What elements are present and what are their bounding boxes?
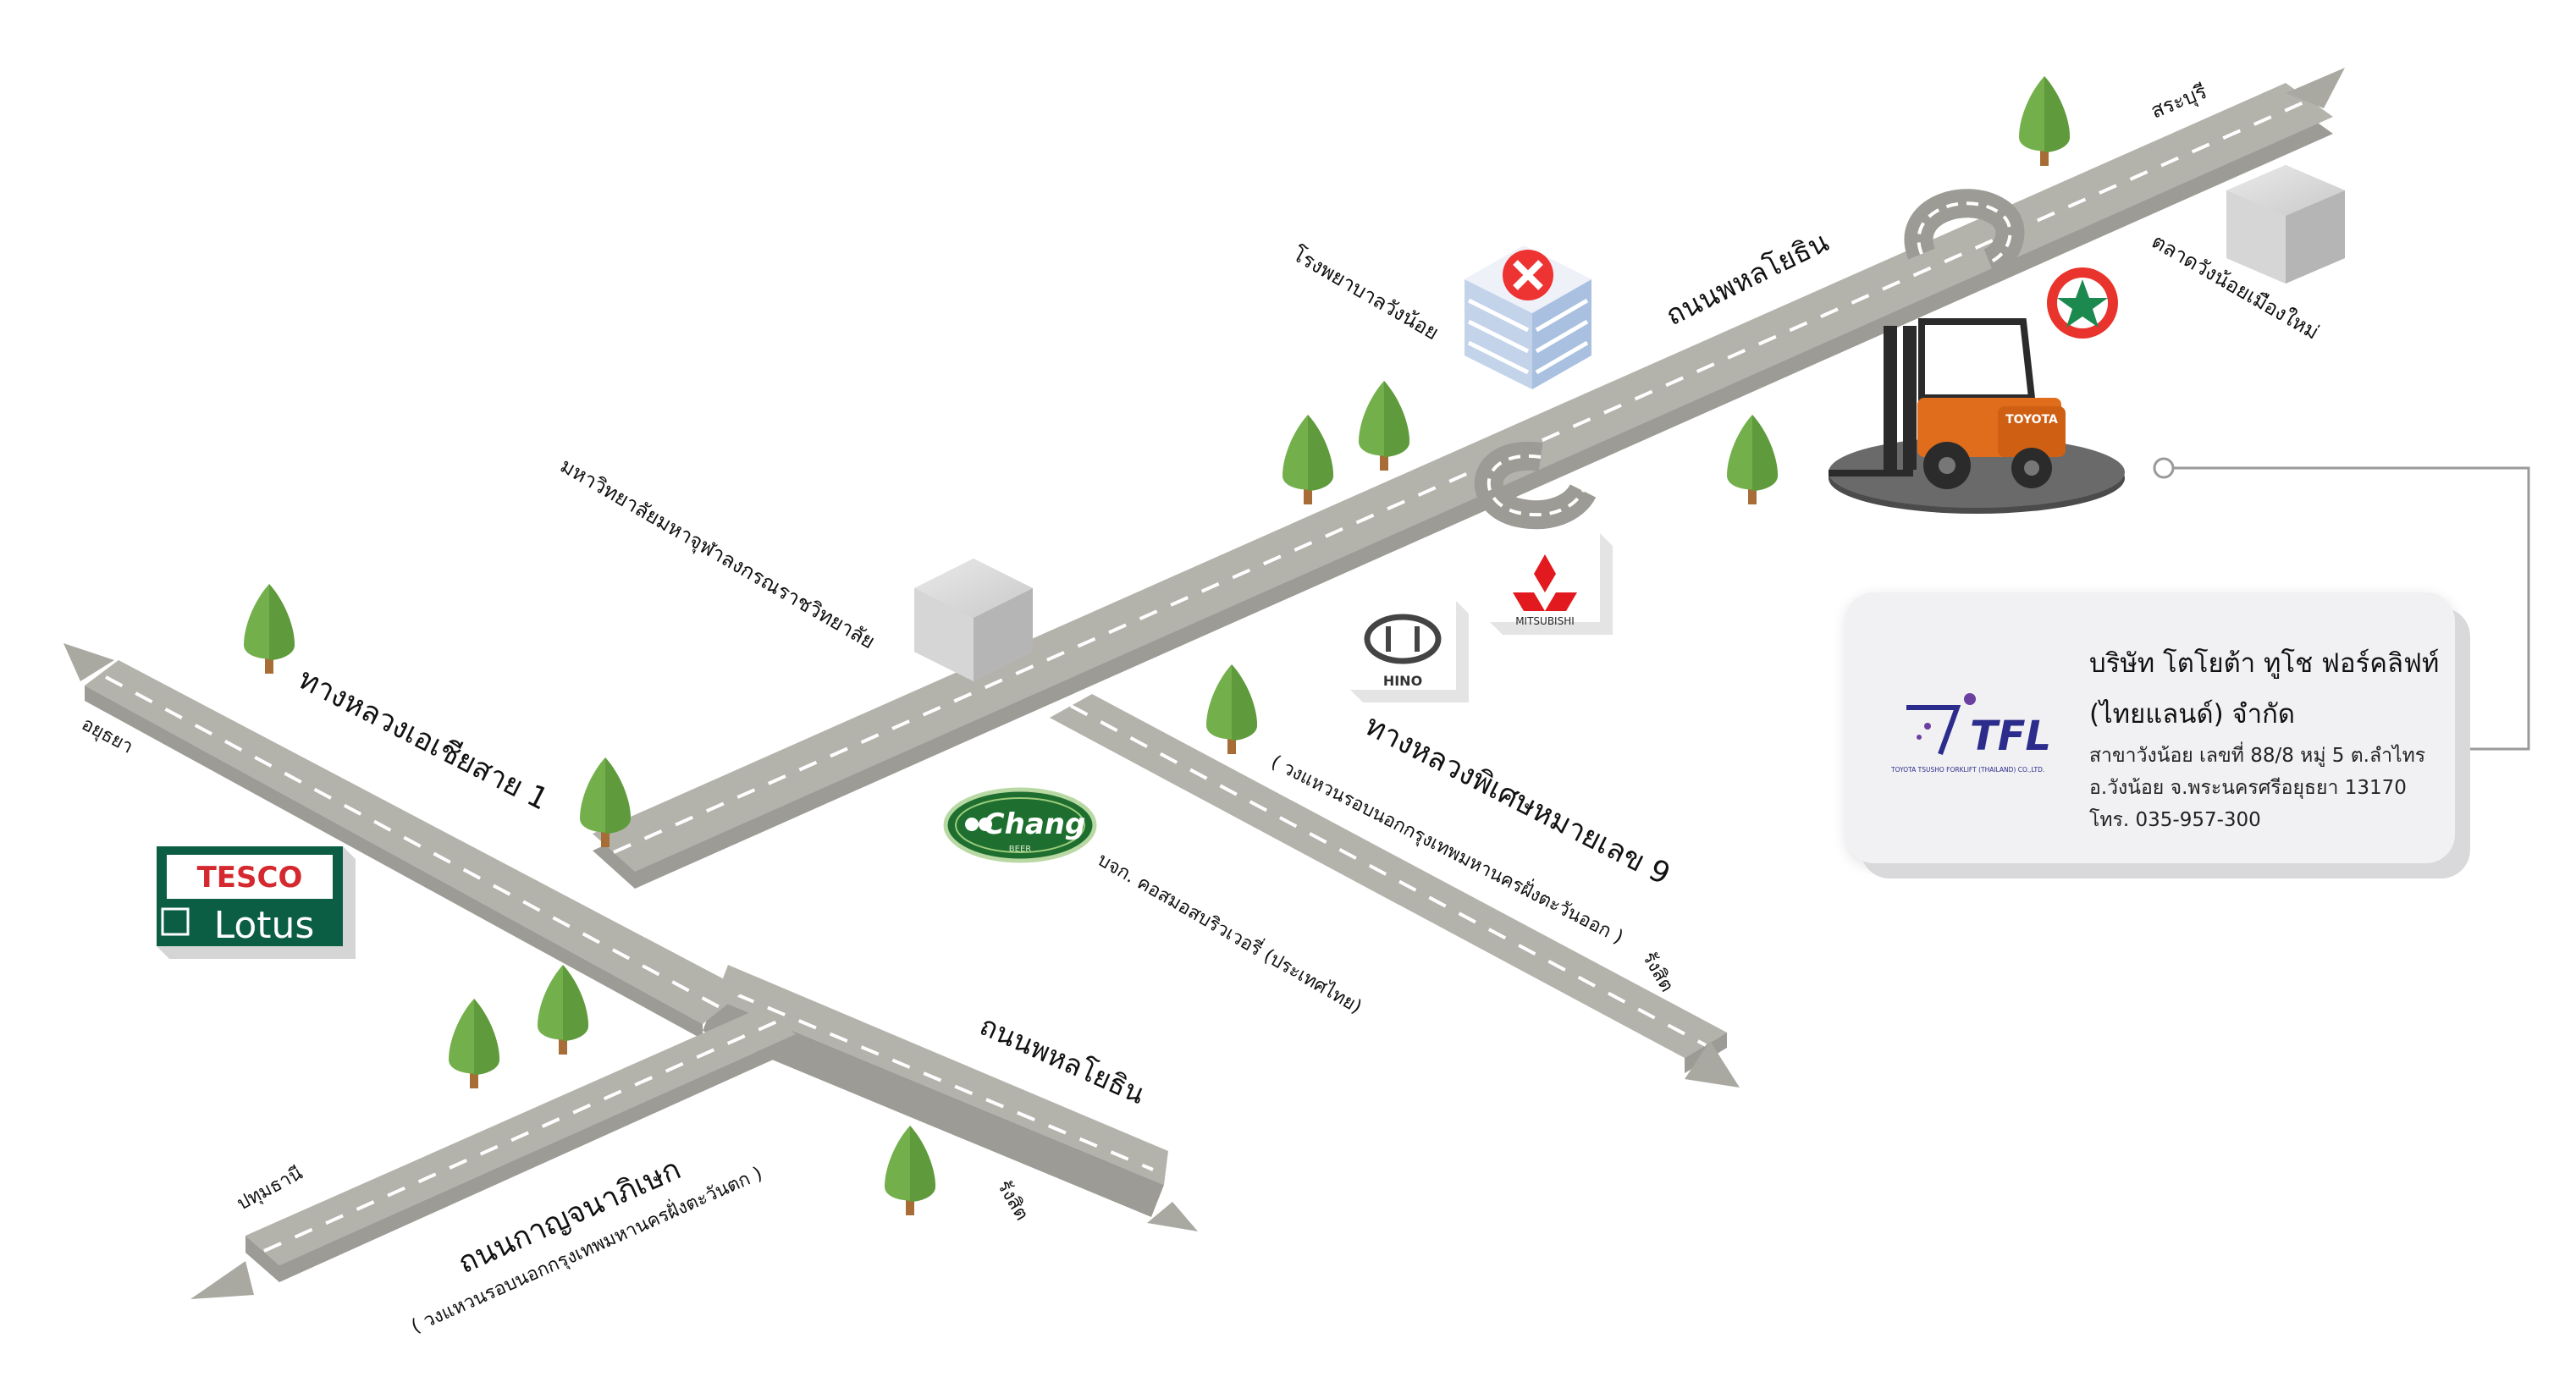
- arrow-rangsit-bottom-icon: [1147, 1202, 1198, 1231]
- tree-icon: [885, 1126, 935, 1215]
- company-district: อ.วังน้อย จ.พระนครศรีอยุธยา 13170: [2089, 777, 2407, 799]
- asian-highway-road: [85, 660, 745, 1039]
- arrow-pathumthani-icon: [190, 1261, 254, 1299]
- mitsubishi-logo: MITSUBISHI: [1490, 533, 1613, 635]
- u-turn-upper: [1904, 189, 2025, 276]
- tree-icon: [538, 965, 588, 1055]
- phahon-yothin-road: [593, 83, 2333, 889]
- connector-line: [2153, 457, 2530, 751]
- arrow-ayutthaya-icon: [63, 643, 114, 681]
- ttfl-mark: TFL: [1970, 713, 2051, 760]
- direction-rangsit-bottom: รังสิต: [993, 1177, 1033, 1225]
- kanchanaphisek-road: [245, 1007, 796, 1282]
- tesco-lotus-logo: TESCO Lotus: [157, 846, 356, 959]
- landmark-university: มหาวิทยาลัยมหาจุฬาลงกรณราชวิทยาลัย: [556, 454, 880, 654]
- lotus-label: Lotus: [214, 904, 315, 947]
- landmark-brewery: บจก. คอสมอสบริวเวอรี่ (ประเทศไทย): [1094, 846, 1367, 1018]
- market-building: [2226, 165, 2345, 284]
- landmark-hospital: โรงพยาบาลวังน้อย: [1288, 242, 1442, 344]
- tree-icon: [244, 584, 295, 674]
- company-phone[interactable]: โทร. 035-957-300: [2089, 809, 2261, 831]
- company-name-line1: บริษัท โตโยต้า ทูโช ฟอร์คลิฟท์: [2089, 648, 2440, 679]
- ttfl-full-name: TOYOTA TSUSHO FORKLIFT (THAILAND) CO.,LT…: [1890, 766, 2044, 774]
- tree-icon: [1359, 381, 1409, 471]
- tree-icon: [1727, 415, 1778, 504]
- chang-label: Chang: [984, 807, 1086, 841]
- phahon-yothin-lower-road: [703, 965, 1168, 1217]
- arrow-saraburi-icon: [2286, 68, 2345, 108]
- chang-sub-label: BEER: [1009, 845, 1031, 854]
- hino-logo: HINO: [1350, 601, 1469, 702]
- hospital-building: [1465, 245, 1591, 389]
- direction-saraburi: สระบุรี: [2148, 80, 2211, 124]
- tree-icon: [1206, 664, 1257, 754]
- company-branch: สาขาวังน้อย เลขที่ 88/8 หมู่ 5 ต.ลำไทร: [2089, 745, 2426, 767]
- forklift-image: TOYOTA: [1829, 318, 2125, 514]
- tesco-label: TESCO: [197, 861, 303, 895]
- caltex-star-logo: [2047, 267, 2118, 339]
- hino-label: HINO: [1383, 673, 1422, 689]
- arrow-rangsit-right-icon: [1685, 1041, 1740, 1088]
- company-name-line2: (ไทยแลนด์) จำกัด: [2089, 699, 2296, 730]
- university-building: [914, 559, 1033, 681]
- company-info-card: TFL TOYOTA TSUSHO FORKLIFT (THAILAND) CO…: [1845, 592, 2455, 863]
- direction-pathumthani: ปทุมธานี: [234, 1163, 306, 1214]
- ttfl-logo: TFL TOYOTA TSUSHO FORKLIFT (THAILAND) CO…: [1889, 674, 2084, 775]
- u-turn-lower: [1474, 441, 1597, 530]
- forklift-brand: TOYOTA: [2005, 413, 2058, 427]
- tree-icon: [1282, 415, 1333, 504]
- tree-icon: [2019, 76, 2070, 166]
- mitsubishi-label: MITSUBISHI: [1515, 615, 1575, 627]
- chang-logo: Chang BEER: [943, 787, 1097, 863]
- tree-icon: [449, 999, 499, 1088]
